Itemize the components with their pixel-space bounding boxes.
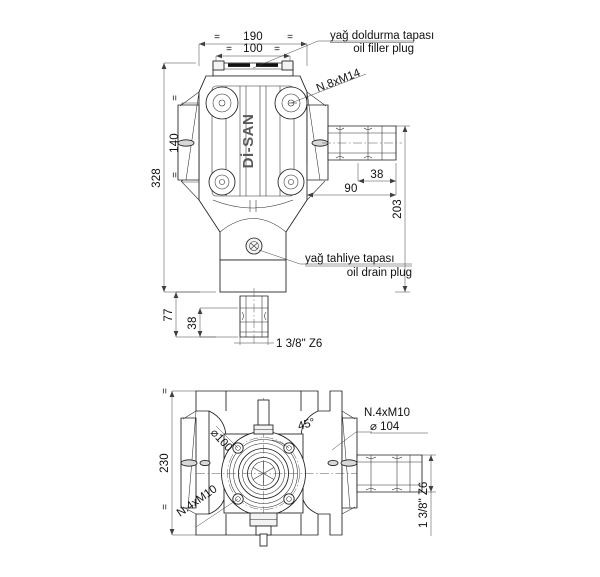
skirt-arc <box>212 199 294 209</box>
plan-shaft-spec-dim <box>422 454 436 536</box>
bearing-boss-br <box>277 168 305 196</box>
cover-bolt-right <box>281 60 294 71</box>
bolt-spec-leader <box>290 73 367 104</box>
bottom-shaft-width-dim <box>234 337 274 345</box>
eq-mark-cover-left: = <box>226 44 232 55</box>
skirt-rib <box>249 200 257 212</box>
plan-slot-left <box>180 459 198 467</box>
dim-203-label: 203 <box>392 199 404 219</box>
skirt-arc-2 <box>219 218 287 233</box>
eq-mark-width-left: = <box>214 32 220 43</box>
bottom-view-group: 230 = = <box>159 388 436 547</box>
angle-arc <box>271 439 290 449</box>
bearing-boss-bl <box>208 168 236 196</box>
plan-bolt-spec-right-leader <box>331 431 372 451</box>
plan-bolt-spec-right-label: N.4xM10 <box>364 407 410 419</box>
eq-mark-bottom-top: = <box>160 388 171 394</box>
rib-right <box>306 91 327 181</box>
dim-90 <box>306 163 397 196</box>
dim-90-label: 90 <box>344 183 357 195</box>
dim-38-bottom-label: 38 <box>187 316 199 329</box>
plan-slot-inner-right <box>327 459 339 467</box>
plan-bottom-plug <box>249 512 278 547</box>
plan-top-stub <box>253 399 274 435</box>
flange-slot-left <box>177 139 195 147</box>
eq-mark-height-bottom: = <box>170 172 181 178</box>
oil-filler-bar-right <box>256 63 278 67</box>
dim-77-label: 77 <box>163 308 175 321</box>
dim-38-right <box>357 163 397 182</box>
plan-bolt-holes <box>232 442 295 505</box>
dim-38-right-label: 38 <box>370 169 383 181</box>
plan-bolt-spec-left-leader <box>195 498 239 528</box>
chamfer-ur <box>299 75 308 93</box>
oil-filler-bar-left <box>228 63 250 67</box>
oil-filler-leader <box>252 40 414 69</box>
bottom-mount-block <box>219 259 287 293</box>
plan-slot-inner-left <box>199 459 211 467</box>
rib-left <box>179 91 200 181</box>
cover-bolt-left <box>212 60 225 71</box>
plan-bolt-circle-left-leader <box>215 425 239 449</box>
plan-bolt-circle-right-label: ⌀ 104 <box>370 421 400 433</box>
housing-ribs <box>225 86 281 196</box>
dim-38-bottom <box>199 307 238 338</box>
oil-drain-label-tr: yağ tahliye tapası <box>305 253 395 265</box>
dim-203 <box>395 125 410 293</box>
output-shaft-bottom <box>239 288 269 344</box>
housing-pocket <box>211 85 295 197</box>
brand-logo: Dİ-SAN <box>240 114 257 169</box>
dim-328-label: 328 <box>151 168 163 188</box>
plan-rib-left <box>182 410 197 515</box>
dim-190 <box>198 43 308 66</box>
dim-190-label: 190 <box>243 31 263 43</box>
front-view-group: 190 = = 100 = = 328 140 = <box>151 30 434 350</box>
plan-slot-right <box>340 459 358 467</box>
output-shaft-right <box>322 125 402 161</box>
housing-centre-band <box>245 86 261 196</box>
oil-drain-leader <box>258 249 412 265</box>
plan-lobe-verticals <box>225 391 302 535</box>
chamfer-ul <box>198 75 207 93</box>
oil-drain-label-en: oil drain plug <box>347 267 412 279</box>
oil-filler-label-tr: yağ doldurma tapası <box>330 30 434 42</box>
eq-mark-cover-right: = <box>274 44 280 55</box>
dim-230-label: 230 <box>159 453 171 473</box>
eq-mark-bottom-bottom: = <box>160 504 171 510</box>
dim-230 <box>171 390 196 536</box>
plan-shaft-spec-label: 1 3/8" Z6 <box>418 482 430 528</box>
eq-mark-height-top: = <box>170 95 181 101</box>
rib-lower <box>180 180 326 201</box>
bolt-spec-label: N.8xM14 <box>315 67 363 95</box>
bolt-hole-br <box>283 493 295 505</box>
plan-rib-right <box>341 410 356 515</box>
oil-drain-plug-boss <box>245 237 263 255</box>
bearing-boss-tl <box>205 86 239 120</box>
top-cover-plate <box>212 62 294 77</box>
bottom-shaft-spec-label: 1 3/8" Z6 <box>276 338 322 350</box>
plan-output-shaft <box>356 454 423 493</box>
oil-filler-label-en: oil filler plug <box>353 43 414 55</box>
dim-100-label: 100 <box>243 43 263 55</box>
angle-label: 45° <box>297 417 317 433</box>
eq-mark-width-right: = <box>287 32 293 43</box>
